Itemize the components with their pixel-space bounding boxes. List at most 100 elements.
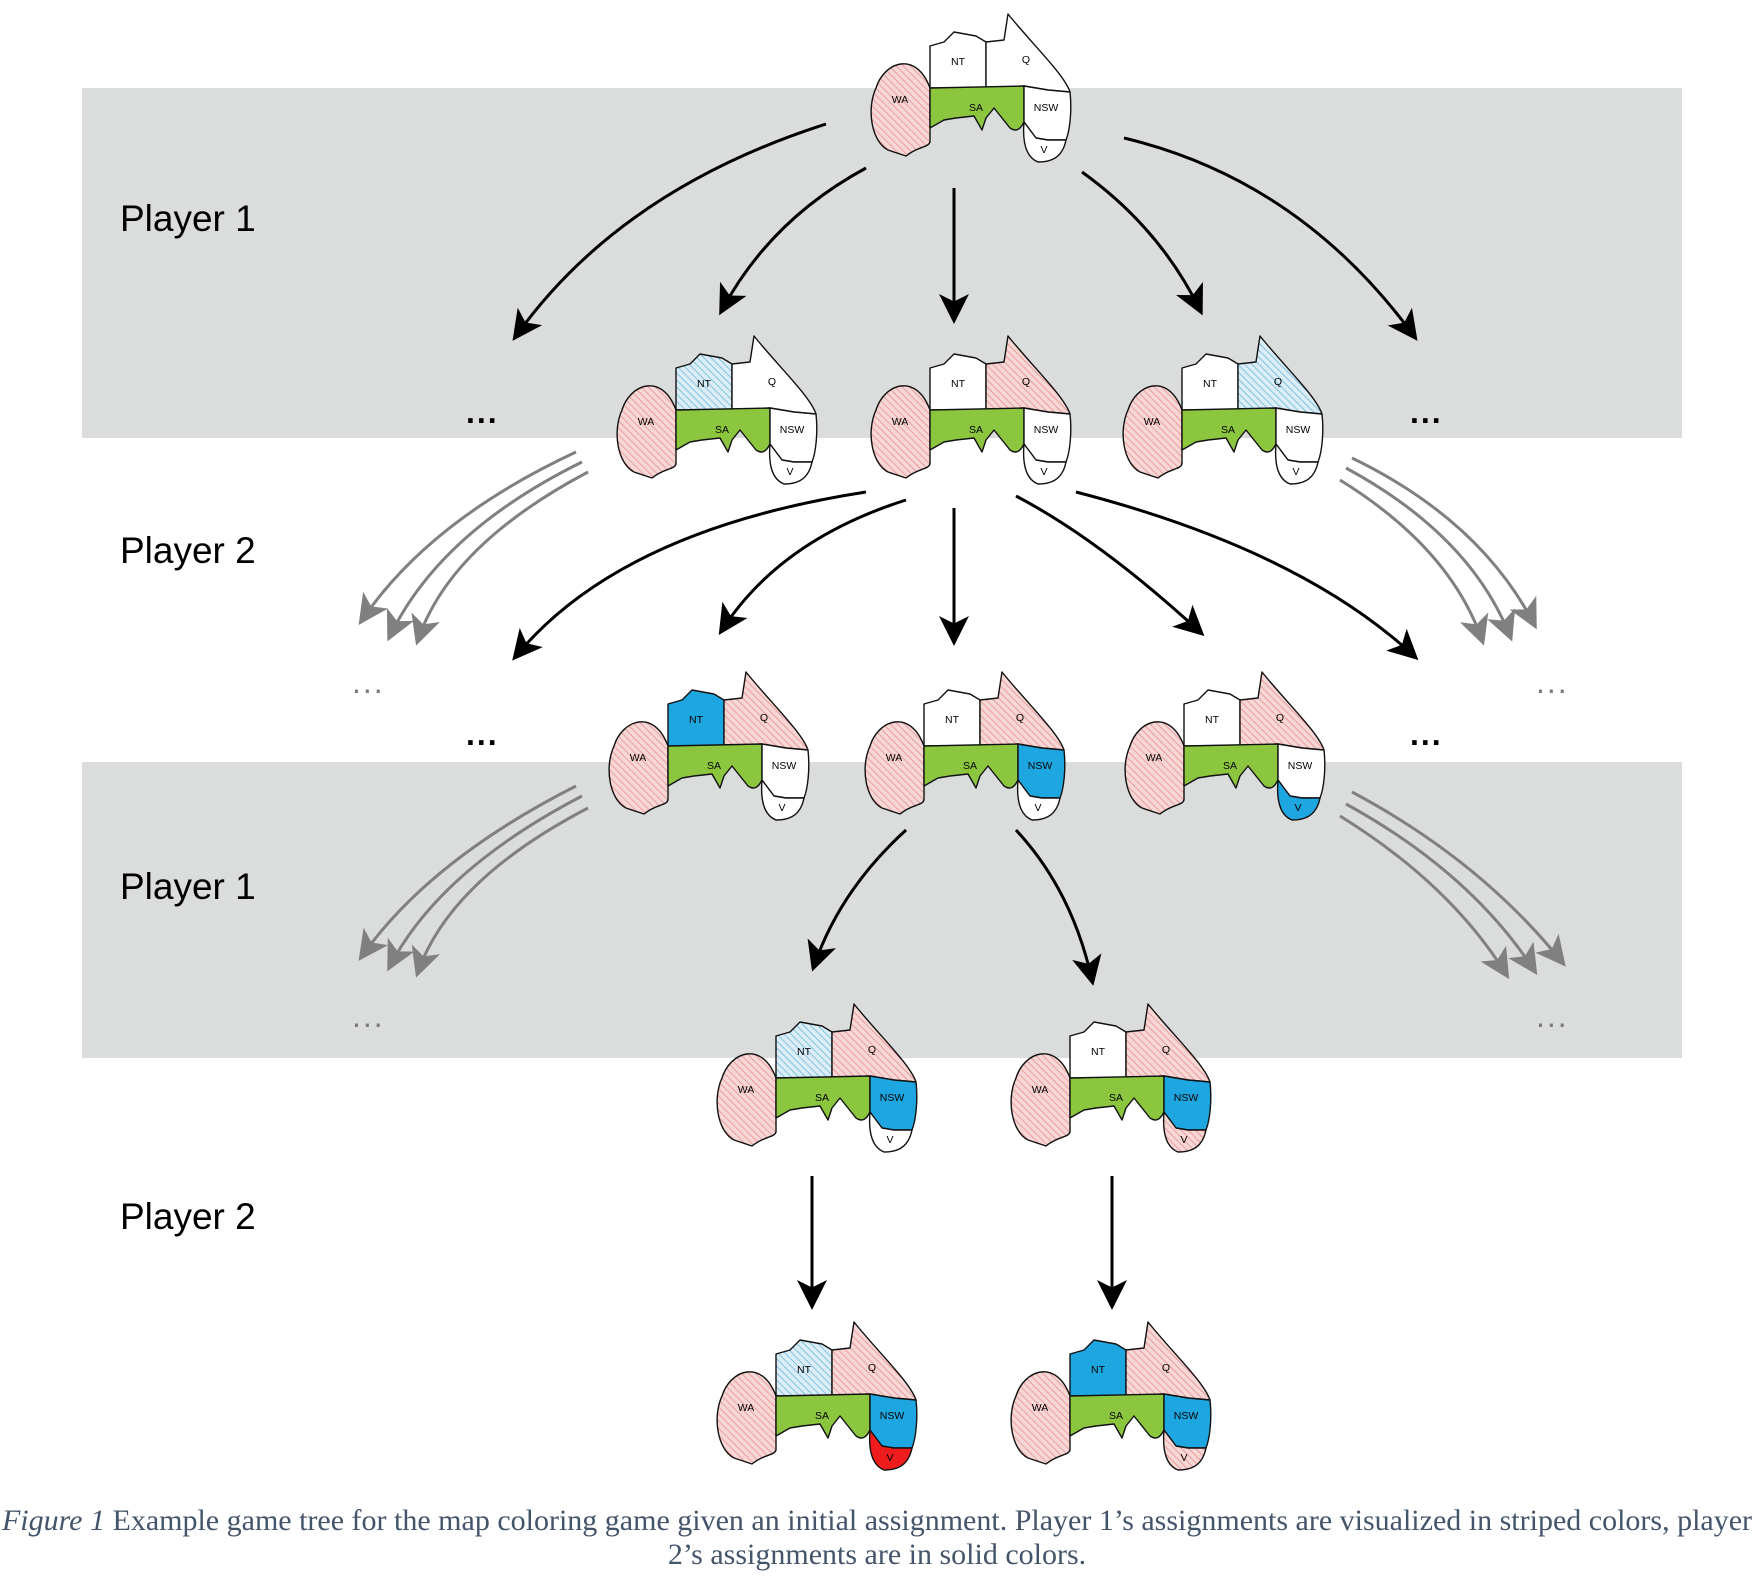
black-edges [512, 122, 1419, 1310]
ellipsis-grey-mid-right: ... [1536, 664, 1569, 700]
region-label-nsw: NSW [780, 424, 805, 436]
region-label-sa: SA [715, 424, 729, 436]
edge-arrow-10 [807, 828, 908, 972]
region-label-wa: WA [638, 416, 655, 428]
grey-edge-arrow-4 [1345, 466, 1516, 642]
figure-caption: Figure 1 Example game tree for the map c… [0, 1504, 1754, 1572]
ellipsis-l1-left: ... [466, 394, 499, 430]
region-label-wa: WA [1144, 416, 1161, 428]
ellipsis-l1-right: ... [1410, 394, 1443, 430]
region-label-sa: SA [1223, 760, 1237, 772]
region-wa [1010, 1371, 1071, 1465]
edge-arrow-9 [1075, 490, 1419, 661]
region-label-nt: NT [951, 378, 966, 390]
region-label-v: V [786, 466, 793, 478]
region-label-nsw: NSW [1174, 1092, 1199, 1104]
region-label-nsw: NSW [1286, 424, 1311, 436]
region-label-nsw: NSW [772, 760, 797, 772]
region-label-v: V [886, 1134, 893, 1146]
region-label-wa: WA [738, 1402, 755, 1414]
region-label-nsw: NSW [1034, 102, 1059, 114]
region-label-wa: WA [1032, 1402, 1049, 1414]
region-label-nsw: NSW [1028, 760, 1053, 772]
region-v [760, 779, 805, 821]
region-label-q: Q [1022, 376, 1030, 388]
region-label-nt: NT [797, 1364, 812, 1376]
region-v [768, 443, 813, 485]
region-label-q: Q [1022, 54, 1030, 66]
region-label-q: Q [1016, 712, 1024, 724]
region-label-q: Q [868, 1362, 876, 1374]
region-label-sa: SA [963, 760, 977, 772]
edge-arrow-8 [1015, 494, 1205, 637]
ellipsis-grey-low-right: ... [1536, 998, 1569, 1034]
player2-label-mid: Player 2 [120, 530, 256, 571]
australia-map: WA NT Q SA NSW V [616, 335, 818, 485]
edge-arrow-5 [512, 490, 867, 661]
grey-edge-arrow-10 [1345, 802, 1538, 976]
region-label-nt: NT [797, 1046, 812, 1058]
region-label-nsw: NSW [1034, 424, 1059, 436]
edge-arrow-1 [719, 166, 867, 316]
region-label-q: Q [760, 712, 768, 724]
region-label-q: Q [1276, 712, 1284, 724]
caption-text: Example game tree for the map coloring g… [112, 1504, 1753, 1571]
region-label-v: V [1040, 466, 1047, 478]
region-label-sa: SA [1109, 1410, 1123, 1422]
region-label-wa: WA [738, 1084, 755, 1096]
edge-arrow-3 [1081, 170, 1203, 316]
region-label-sa: SA [969, 102, 983, 114]
region-v [868, 1429, 913, 1471]
edge-arrow-4 [1123, 136, 1418, 341]
region-v [1022, 121, 1067, 163]
region-label-q: Q [768, 376, 776, 388]
region-v [868, 1111, 913, 1153]
edge-arrow-6 [718, 498, 907, 636]
region-v [1276, 779, 1321, 821]
region-wa [864, 721, 925, 815]
edge-arrow-11 [1014, 828, 1102, 986]
region-label-sa: SA [1221, 424, 1235, 436]
region-label-nt: NT [1091, 1364, 1106, 1376]
region-label-wa: WA [886, 752, 903, 764]
region-label-v: V [1292, 466, 1299, 478]
region-wa [870, 63, 931, 157]
region-label-q: Q [1274, 376, 1282, 388]
region-label-sa: SA [1109, 1092, 1123, 1104]
region-wa [608, 721, 669, 815]
ellipsis-grey-mid-left: ... [352, 664, 385, 700]
region-label-nt: NT [1091, 1046, 1106, 1058]
ellipsis-l2-right: ... [1410, 716, 1443, 752]
grey-edge-arrow-1 [386, 460, 583, 642]
region-label-nt: NT [697, 378, 712, 390]
map-level1-a: WA NT Q SA NSW V [604, 322, 824, 492]
region-label-nt: NT [945, 714, 960, 726]
region-label-v: V [1180, 1452, 1187, 1464]
player1-band-lower [82, 762, 1682, 1058]
grey-edge-arrow-8 [411, 806, 589, 978]
region-label-q: Q [1162, 1044, 1170, 1056]
region-label-q: Q [1162, 1362, 1170, 1374]
region-label-wa: WA [892, 94, 909, 106]
region-label-nt: NT [689, 714, 704, 726]
region-label-nsw: NSW [1288, 760, 1313, 772]
grey-edge-arrow-3 [1351, 456, 1537, 630]
region-label-nt: NT [1205, 714, 1220, 726]
region-label-sa: SA [707, 760, 721, 772]
grey-edges [358, 450, 1566, 980]
grey-edge-arrow-6 [358, 784, 577, 961]
region-v [1274, 443, 1319, 485]
tree-edges [358, 122, 1566, 1310]
region-wa [870, 385, 931, 479]
